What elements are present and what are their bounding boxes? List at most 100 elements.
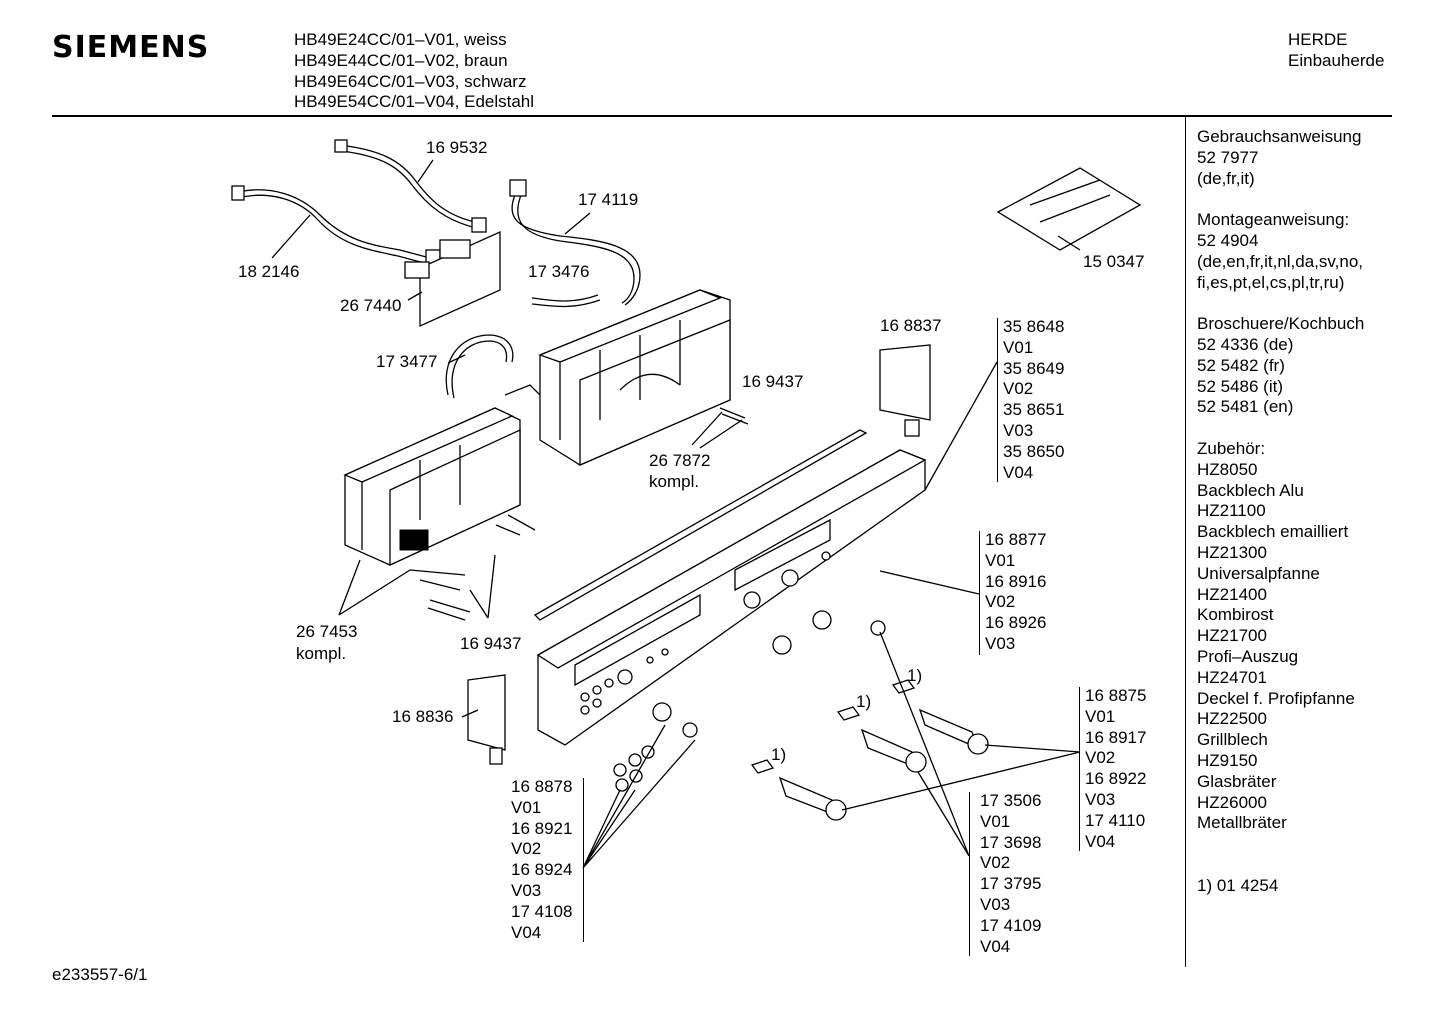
variant-entry: V02	[980, 853, 1011, 873]
variant-bracket	[997, 318, 999, 482]
category: HERDE	[1288, 30, 1348, 49]
footnote-marker: 1)	[907, 666, 923, 685]
variant-entry: V02	[1003, 379, 1034, 399]
sidebar-line: 1) 01 4254	[1197, 875, 1279, 895]
model-line: HB49E64CC/01–V03, schwarz	[294, 71, 527, 91]
bracket-168837	[879, 344, 931, 437]
variant-entry: 16 8922	[1085, 769, 1147, 789]
cable-harness-173477	[445, 334, 514, 399]
variant-entry: 16 8875	[1085, 686, 1147, 705]
bracket-168836	[467, 674, 506, 765]
sidebar-line: Montageanweisung:	[1197, 210, 1350, 230]
variant-bracket	[969, 792, 971, 956]
screw-bag-150347	[996, 167, 1142, 251]
sidebar-notes: Gebrauchsanweisung 52 7977 (de,fr,it) Mo…	[1197, 127, 1364, 896]
sidebar-line: 52 4904	[1197, 230, 1259, 250]
sidebar-line: HZ21300	[1197, 542, 1267, 562]
switch-pins	[409, 407, 749, 621]
variant-bracket	[583, 778, 585, 942]
part-number-267872: 26 7872	[649, 451, 711, 470]
variant-entry: 16 8924	[511, 860, 573, 880]
sidebar-line: HZ24701	[1197, 667, 1267, 687]
variant-entry: 16 8916	[985, 571, 1047, 591]
variant-entry: 16 8877	[985, 530, 1047, 549]
variant-group-173506: 17 3506 V01 17 3698 V02 17 3795 V03 17 4…	[980, 791, 1041, 957]
part-number-150347: 15 0347	[1083, 252, 1145, 271]
cable-harness-174119	[509, 179, 641, 306]
variant-group-358648: 35 8648 V01 35 8649 V02 35 8651 V03 35 8…	[1003, 317, 1064, 483]
part-number-174119: 17 4119	[578, 190, 639, 209]
variant-entry: V01	[511, 797, 542, 817]
sidebar-line: Profi–Auszug	[1197, 646, 1299, 666]
model-line: HB49E54CC/01–V04, Edelstahl	[294, 92, 535, 112]
part-number-267453: 26 7453	[296, 622, 358, 641]
sidebar-line: HZ21100	[1197, 501, 1266, 521]
cable-harness-173476	[531, 294, 601, 308]
variant-entry: 17 3506	[980, 791, 1042, 810]
sidebar-line: 52 5486 (it)	[1197, 376, 1283, 396]
cable-harness-169532	[334, 139, 487, 233]
control-knobs	[750, 679, 989, 821]
sidebar-line: Universalpfanne	[1197, 563, 1320, 583]
variant-entry: V01	[1085, 706, 1116, 726]
part-number-173476: 17 3476	[528, 262, 590, 281]
model-list: HB49E24CC/01–V01, weiss HB49E44CC/01–V02…	[294, 30, 534, 113]
sidebar-line: Kombirost	[1197, 605, 1274, 625]
sidebar-line: HZ21700	[1197, 626, 1267, 646]
variant-entry: V02	[985, 592, 1016, 612]
sidebar-line: Backblech emailliert	[1197, 522, 1349, 542]
variant-entry: 35 8648	[1003, 317, 1065, 336]
sidebar-line: HZ8050	[1197, 459, 1258, 479]
variant-entry: 35 8649	[1003, 358, 1065, 378]
header-rule	[52, 115, 1392, 117]
variant-bracket	[979, 531, 981, 655]
variant-entry: V03	[980, 894, 1011, 914]
kompl-label: kompl.	[649, 472, 700, 491]
sidebar-line: HZ9150	[1197, 750, 1258, 770]
variant-entry: V01	[985, 550, 1016, 570]
variant-entry: 16 8921	[511, 818, 573, 838]
variant-entry: V04	[1085, 831, 1116, 851]
variant-group-168878: 16 8878 V01 16 8921 V02 16 8924 V03 17 4…	[511, 777, 572, 943]
part-number-182146: 18 2146	[238, 262, 300, 281]
variant-entry: 35 8650	[1003, 441, 1065, 461]
sidebar-divider	[1185, 117, 1187, 967]
control-module-lower	[343, 407, 521, 567]
variant-entry: 16 8917	[1085, 727, 1147, 747]
part-number-169532: 16 9532	[426, 138, 488, 157]
sidebar-line: Gebrauchsanweisung	[1197, 127, 1362, 146]
leader-lines	[271, 159, 1081, 869]
part-number-267440: 26 7440	[340, 296, 402, 315]
part-number-169437-lower: 16 9437	[460, 634, 522, 653]
variant-entry: V03	[511, 880, 542, 900]
sidebar-line: Glasbräter	[1197, 771, 1277, 791]
knob-bezels	[613, 610, 886, 792]
trim-strip	[533, 429, 868, 621]
sidebar-line: 52 5481 (en)	[1197, 397, 1294, 417]
variant-entry: 16 8878	[511, 777, 573, 796]
circuit-board-267440	[404, 230, 501, 328]
variant-entry: 17 3795	[980, 874, 1042, 894]
category-block: HERDE Einbauherde	[1288, 30, 1384, 72]
sidebar-line: 52 5482 (fr)	[1197, 355, 1285, 375]
part-number-173477: 17 3477	[376, 352, 438, 371]
footnote-marker: 1)	[771, 745, 787, 764]
part-number-168836: 16 8836	[392, 707, 454, 726]
variant-entry: V02	[1085, 748, 1116, 768]
sidebar-line: HZ26000	[1197, 792, 1267, 812]
variant-entry: V03	[1003, 420, 1034, 440]
variant-entry: 17 4108	[511, 901, 573, 921]
variant-entry: V04	[980, 936, 1011, 956]
sidebar-line: HZ22500	[1197, 709, 1267, 729]
variant-entry: V04	[1003, 462, 1034, 482]
variant-group-168875: 16 8875 V01 16 8917 V02 16 8922 V03 17 4…	[1085, 686, 1146, 852]
sidebar-line: Backblech Alu	[1197, 480, 1304, 500]
variant-group-168877: 16 8877 V01 16 8916 V02 16 8926 V03	[985, 530, 1046, 655]
control-panel	[536, 449, 927, 746]
variant-entry: V01	[1003, 337, 1034, 357]
variant-entry: 16 8926	[985, 613, 1047, 633]
sidebar-line: fi,es,pt,el,cs,pl,tr,ru)	[1197, 272, 1345, 292]
part-number-169437-upper: 16 9437	[742, 372, 804, 391]
